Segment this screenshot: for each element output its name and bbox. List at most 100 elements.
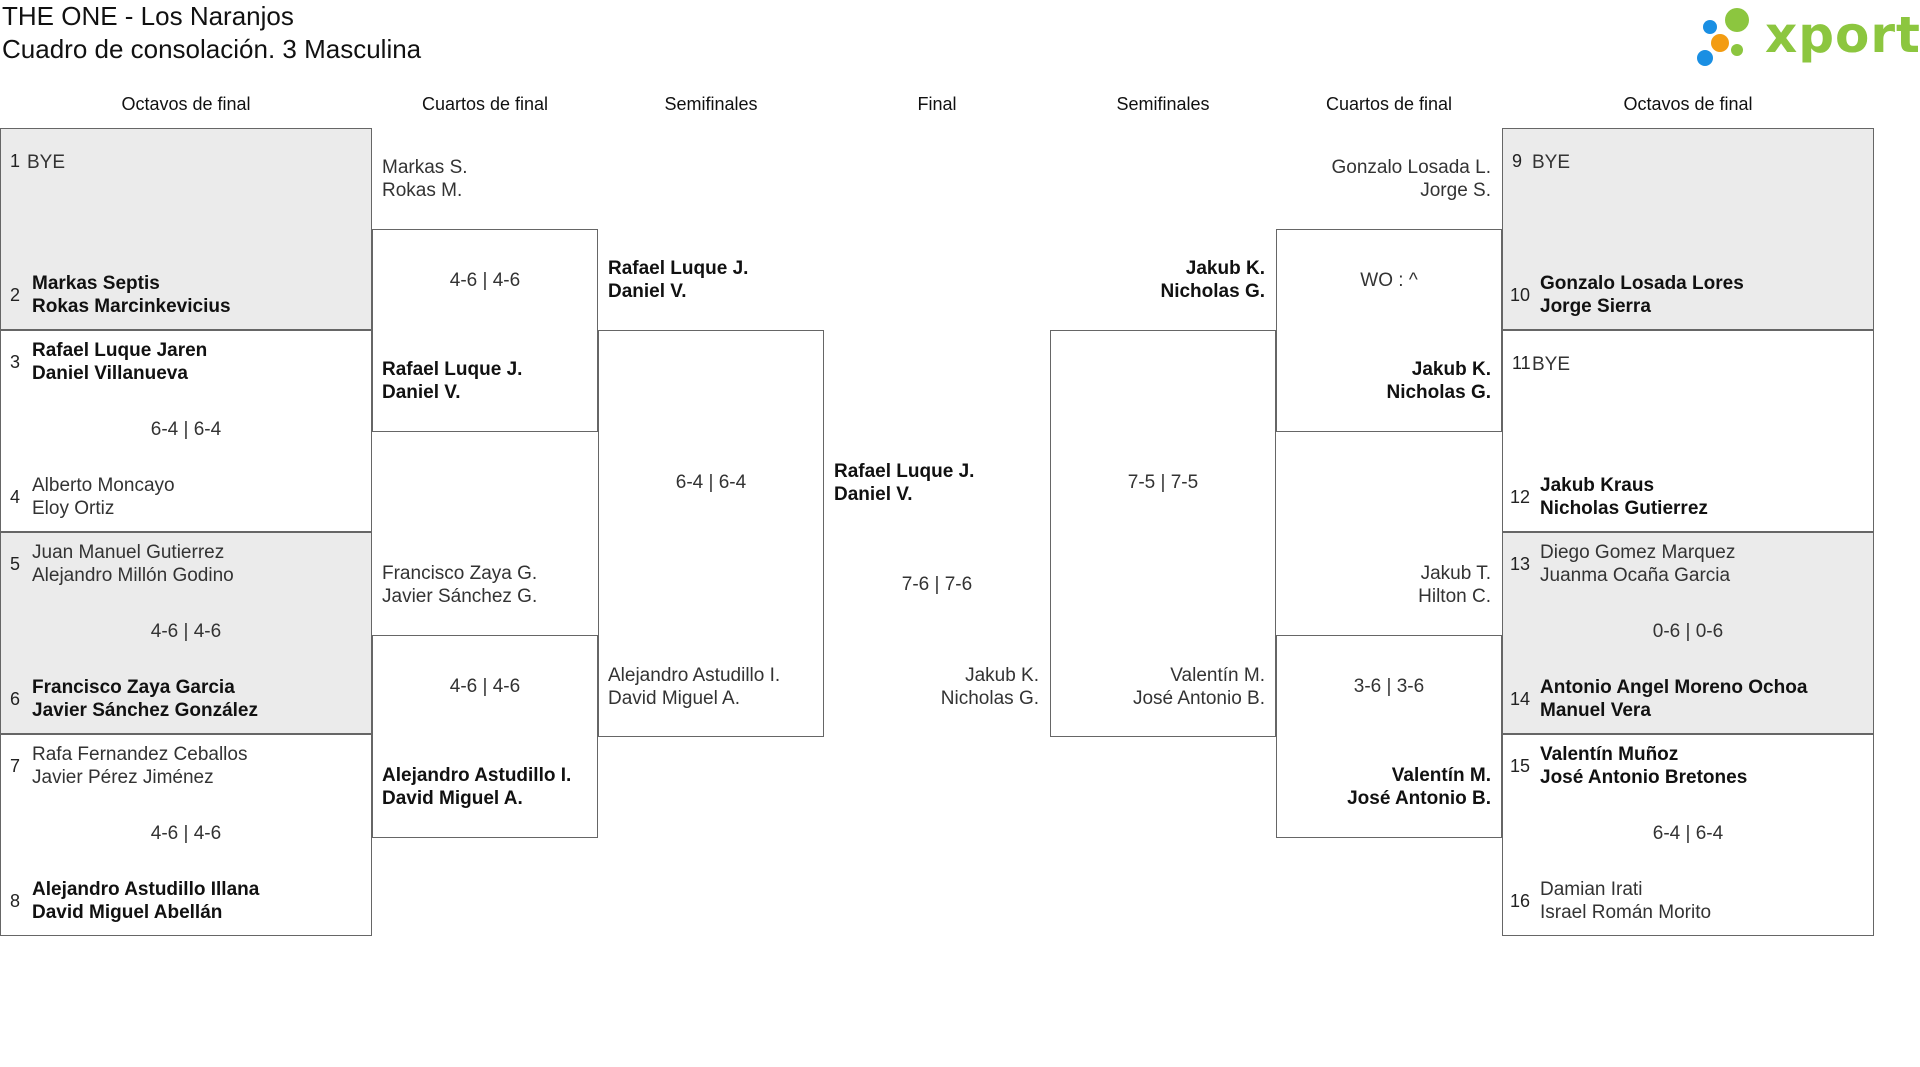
seed-number: 16 [1510,891,1531,911]
seed-number: 11 [1512,353,1531,373]
player-name: David Miguel A. [382,788,523,809]
xporty-logo: xporty [1697,4,1920,70]
player-name: Eloy Ortiz [32,498,115,519]
round-header-right-qf: Cuartos de final [1325,94,1453,114]
seed-number: 4 [10,487,21,507]
seed-number: 1 [10,151,21,171]
player-name: BYE [1532,354,1571,375]
player-name: José Antonio B. [1132,688,1265,709]
match-score: 4-6 | 4-6 [150,621,222,642]
player-name: Israel Román Morito [1540,902,1712,923]
logo-dot-orange [1711,34,1729,52]
match-score: 6-4 | 6-4 [1652,823,1724,844]
player-name: Alberto Moncayo [32,475,175,496]
player-name: Rafael Luque J. [382,359,523,380]
player-name: Markas S. [382,157,468,178]
round-header-final: Final [917,94,957,114]
player-name: BYE [27,152,66,173]
player-name: Jakub K. [1411,359,1491,380]
seed-number: 15 [1510,756,1531,776]
player-name: Francisco Zaya Garcia [32,677,235,698]
page-title: THE ONE - Los Naranjos [2,1,294,31]
player-name: Gonzalo Losada L. [1331,157,1491,178]
seed-number: 13 [1510,554,1531,574]
player-name: Rafael Luque J. [608,258,749,279]
match-box-r16-7 [1502,532,1874,734]
player-name: Damian Irati [1540,879,1643,900]
player-name: Juanma Ocaña Garcia [1540,565,1731,586]
match-score: 0-6 | 0-6 [1652,621,1724,642]
player-name: José Antonio Bretones [1540,767,1748,788]
match-score: 3-6 | 3-6 [1353,676,1425,697]
player-name: Francisco Zaya G. [382,563,538,584]
player-name: Jorge S. [1420,180,1491,201]
round-header-right-r16: Octavos de final [1623,94,1753,114]
player-name: Markas Septis [32,273,160,294]
player-name: Rokas M. [382,180,463,201]
seed-number: 5 [10,554,21,574]
player-name: Javier Sánchez González [32,700,258,721]
player-name: Valentín Muñoz [1540,744,1679,765]
player-name: Nicholas Gutierrez [1540,498,1708,519]
round-header-left-r16: Octavos de final [121,94,251,114]
match-box-r16-2 [0,330,372,532]
player-name: Daniel Villanueva [32,363,188,384]
player-name: Hilton C. [1418,586,1491,607]
match-score: 7-6 | 7-6 [901,574,973,595]
seed-number: 14 [1510,689,1531,709]
match-score: WO : ^ [1360,270,1418,291]
player-name: David Miguel Abellán [32,902,223,923]
match-score: 4-6 | 4-6 [449,676,521,697]
match-box-sf-left [598,330,824,737]
player-name: Daniel V. [834,484,913,505]
match-score: 4-6 | 4-6 [150,823,222,844]
player-name: Javier Sánchez G. [382,586,538,607]
player-name: Gonzalo Losada Lores [1540,273,1744,294]
match-box-r16-5 [1502,128,1874,330]
player-name: Daniel V. [608,281,687,302]
round-header-left-sf: Semifinales [664,94,758,114]
match-score: 6-4 | 6-4 [675,472,747,493]
match-box-qf-left-2 [372,635,598,838]
logo-dot-green-small [1731,44,1743,56]
match-box-qf-left-1 [372,229,598,432]
seed-number: 2 [10,285,21,305]
seed-number: 7 [10,756,21,776]
player-name: Jakub K. [965,665,1039,686]
round-header-right-sf: Semifinales [1116,94,1210,114]
match-score: 7-5 | 7-5 [1127,472,1199,493]
player-name: Daniel V. [382,382,461,403]
player-name: Nicholas G. [1160,281,1265,302]
match-box-sf-right [1050,330,1276,737]
player-name: Juan Manuel Gutierrez [32,542,225,563]
player-name: Alejandro Astudillo I. [608,665,781,686]
player-name: Javier Pérez Jiménez [32,767,214,788]
match-box-r16-3 [0,532,372,734]
player-name: Nicholas G. [940,688,1039,709]
player-name: Rafa Fernandez Ceballos [32,744,248,765]
seed-number: 10 [1510,285,1531,305]
player-name: Jakub T. [1420,563,1491,584]
player-name: Rokas Marcinkevicius [32,296,231,317]
player-name: José Antonio B. [1347,788,1491,809]
seed-number: 6 [10,689,21,709]
player-name: Jorge Sierra [1540,296,1651,317]
round-header-left-qf: Cuartos de final [421,94,549,114]
player-name: Alejandro Astudillo I. [382,765,572,786]
match-box-qf-right-2 [1276,635,1502,838]
player-name: Jakub Kraus [1540,475,1655,496]
logo-dot-green [1725,8,1749,32]
seed-number: 3 [10,352,21,372]
match-box-r16-1 [0,128,372,330]
match-score: 6-4 | 6-4 [150,419,222,440]
logo-dot-blue-small [1703,20,1717,34]
match-box-r16-6 [1502,330,1874,532]
player-name: Alejandro Millón Godino [32,565,234,586]
player-name: Nicholas G. [1386,382,1491,403]
seed-number: 9 [1512,151,1523,171]
logo-dot-blue [1697,50,1713,66]
seed-number: 8 [10,891,21,911]
page-subtitle: Cuadro de consolación. 3 Masculina [2,34,422,64]
player-name: Manuel Vera [1540,700,1651,721]
player-name: Diego Gomez Marquez [1540,542,1736,563]
